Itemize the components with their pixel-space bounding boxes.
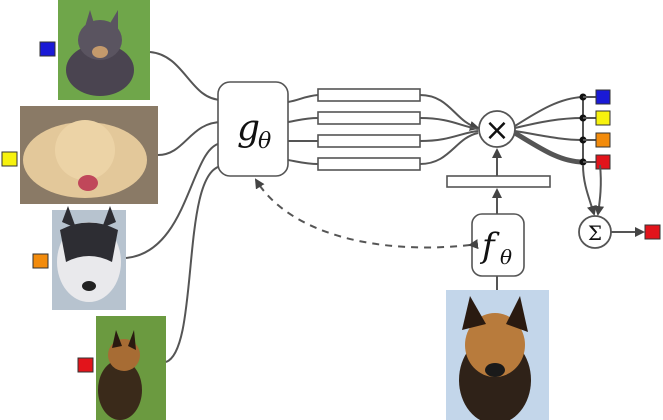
output-label-blue bbox=[595, 89, 611, 105]
support-image-chihuahua bbox=[58, 0, 150, 100]
support-embedding-2 bbox=[317, 111, 421, 125]
query-embedding bbox=[446, 175, 551, 188]
support-edge-1 bbox=[149, 51, 223, 101]
mult-out-3 bbox=[514, 130, 584, 141]
g-theta-encoder: g θ bbox=[217, 81, 289, 177]
support-edge-4 bbox=[165, 165, 223, 363]
output-label-red bbox=[595, 154, 611, 170]
embed-to-mult-4 bbox=[419, 132, 479, 165]
support-embedding-4 bbox=[317, 157, 421, 171]
mult-out-4-strong bbox=[513, 130, 584, 165]
f-theta-encoder: f θ bbox=[471, 213, 525, 277]
support-embedding-1 bbox=[317, 88, 421, 102]
query-image-german-shepherd bbox=[446, 290, 549, 420]
g-to-embed-4 bbox=[287, 159, 319, 165]
g-to-embed-1 bbox=[287, 94, 319, 103]
output-label-yellow bbox=[595, 110, 611, 126]
f-subscript: θ bbox=[500, 245, 512, 269]
support-label-blue bbox=[39, 41, 56, 57]
support-image-labrador bbox=[20, 106, 158, 204]
g-symbol: g bbox=[237, 108, 260, 149]
support-edge-2 bbox=[157, 121, 223, 156]
support-label-yellow bbox=[1, 151, 18, 167]
g-subscript: θ bbox=[258, 129, 271, 154]
column-to-sum-left bbox=[582, 164, 597, 216]
embed-to-mult-2 bbox=[419, 117, 479, 130]
shared-weights-link bbox=[254, 178, 479, 250]
sum-node: Σ bbox=[578, 215, 612, 249]
g-to-embed-2 bbox=[287, 117, 319, 123]
support-label-orange bbox=[32, 253, 49, 269]
output-label-orange bbox=[595, 132, 611, 148]
svg-text:Σ: Σ bbox=[588, 221, 602, 245]
mult-out-1 bbox=[514, 96, 584, 127]
multiply-node: × bbox=[478, 110, 516, 148]
predicted-label-red bbox=[644, 224, 661, 240]
support-edge-3 bbox=[125, 142, 223, 259]
svg-text:×: × bbox=[484, 113, 509, 148]
embed-to-mult-3 bbox=[419, 130, 479, 142]
mult-out-2 bbox=[514, 117, 584, 129]
support-image-husky bbox=[52, 206, 126, 310]
embed-to-mult-1 bbox=[419, 94, 480, 131]
support-image-german-shepherd bbox=[96, 316, 166, 420]
column-to-sum-right bbox=[594, 164, 605, 216]
support-label-red bbox=[77, 357, 94, 373]
support-embedding-3 bbox=[317, 134, 421, 148]
